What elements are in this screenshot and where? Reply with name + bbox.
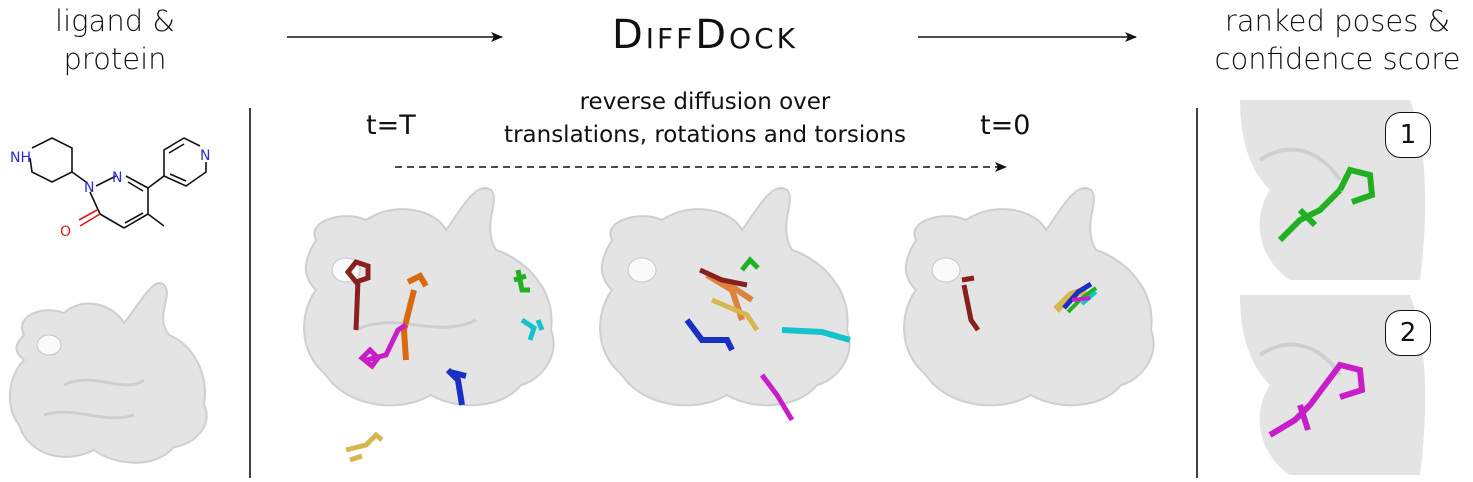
- ligand-cluster-end-blue: [1062, 281, 1093, 310]
- process-description-line2: translations, rotations and torsions: [504, 122, 906, 148]
- n-atom-label-3: N: [200, 148, 210, 164]
- inputs-label-line2: protein: [63, 42, 167, 76]
- inputs-label-line1: ligand &: [55, 4, 175, 38]
- ranked-pose-2: [1240, 295, 1426, 475]
- ligand-darkred-end: [961, 275, 981, 332]
- ligand-green-middle: [740, 256, 760, 272]
- o-atom-label: O: [60, 224, 71, 240]
- input-protein-surface: [8, 282, 208, 464]
- ligand-blue-middle: [684, 318, 735, 352]
- ligand-cluster-end-magenta: [1071, 296, 1091, 302]
- ligand-green: [513, 269, 530, 293]
- protein-surface-start: [303, 187, 555, 463]
- ligand-orange: [400, 272, 429, 361]
- rank-badge-2: 2: [1385, 310, 1431, 356]
- ligand-structure: NH N N N O: [10, 137, 210, 240]
- ligand-magenta: [358, 322, 408, 370]
- model-title: DiffDock: [611, 12, 799, 58]
- n-atom-label-2: N: [112, 170, 122, 186]
- ligand-magenta-middle: [760, 373, 795, 422]
- ligand-darkred-middle: [698, 267, 748, 288]
- inputs-label: ligand & protein: [20, 2, 210, 78]
- ligand-cyan: [520, 317, 545, 341]
- start-time-label: t=T: [366, 110, 416, 141]
- ligand-darkred: [344, 259, 371, 331]
- rank-badge-1: 1: [1385, 112, 1431, 158]
- end-time-label: t=0: [980, 110, 1031, 141]
- outputs-label: ranked poses & confidence score: [1200, 2, 1473, 78]
- ligand-gold: [345, 431, 384, 463]
- ligand-cyan-middle: [781, 327, 851, 343]
- outputs-label-line1: ranked poses &: [1224, 4, 1451, 38]
- protein-surface-middle: [599, 187, 851, 422]
- nh-atom-label: NH: [10, 150, 31, 166]
- ligand-blue: [445, 367, 467, 406]
- process-description-line1: reverse diffusion over: [579, 89, 831, 115]
- ligand-gold-middle: [711, 297, 760, 332]
- process-description: reverse diffusion over translations, rot…: [470, 86, 940, 152]
- outputs-label-line2: confidence score: [1214, 42, 1461, 76]
- protein-surface-end: [903, 187, 1155, 407]
- n-atom-label-1: N: [84, 180, 94, 196]
- ranked-pose-1: [1240, 100, 1426, 280]
